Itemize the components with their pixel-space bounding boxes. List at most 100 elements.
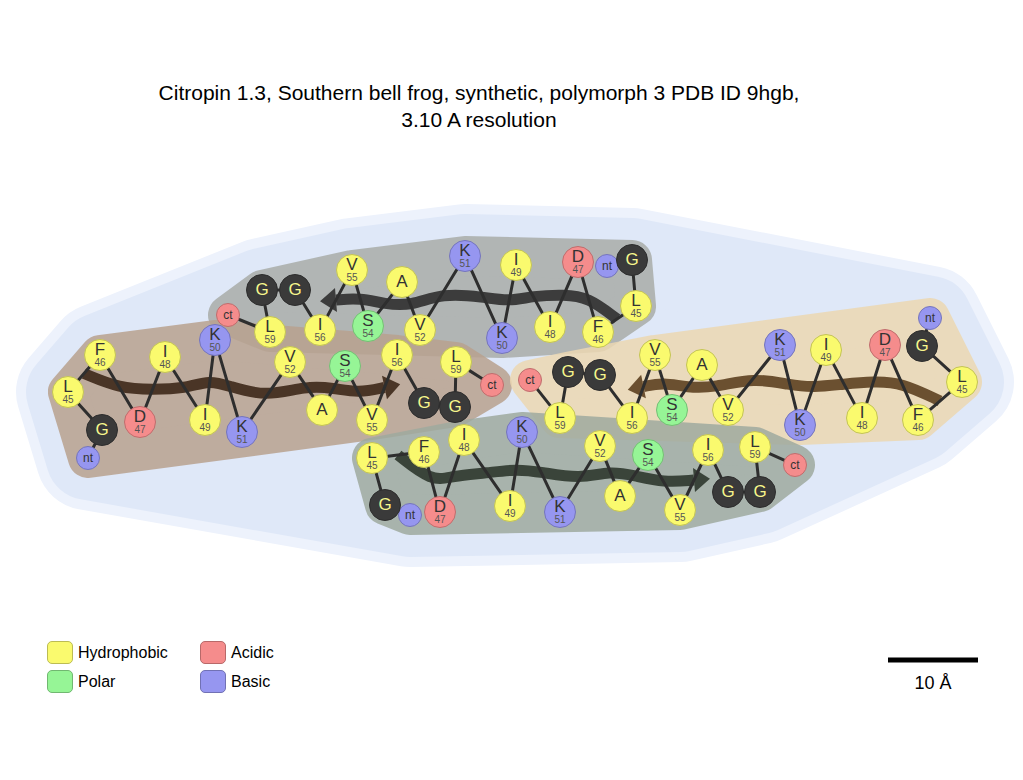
residue-label: nt [602,260,612,273]
backbone-link [660,370,668,394]
residue-letter: D [134,409,146,425]
residue-letter: I [318,317,323,333]
residue-letter: I [630,405,635,421]
residue-letter: G [915,338,928,354]
residue-letter: L [451,349,460,365]
residue-circle: K51 [449,240,481,272]
residue-label: V52 [722,397,733,423]
residue-letter: L [957,369,966,385]
residue-label: F46 [94,342,105,368]
residue-circle: D47 [869,329,901,361]
residue-letter: K [496,325,507,341]
residue-letter: V [594,433,605,449]
residue-letter: I [203,407,208,423]
legend-entry: Hydrophobic [47,641,168,664]
residue-circle: V55 [664,494,696,526]
backbone-link [656,469,672,496]
residue-circle: L59 [254,316,286,348]
backbone-link [568,460,591,499]
residue-letter: I [548,314,553,330]
residue-circle: K50 [486,322,518,354]
residue-label: D47 [879,332,891,358]
residue-number: 49 [820,353,831,363]
residue-circle: G [552,356,584,388]
residue-circle: G [906,330,938,362]
diagram-title: Citropin 1.3, Southern bell frog, synthe… [154,79,804,133]
residue-label: I48 [458,427,469,453]
residue-letter: G [561,364,574,380]
residue-circle: ct [518,368,542,392]
residue-number: 49 [504,509,515,519]
residue-letter: ct [790,459,799,472]
backbone-link [454,378,457,391]
residue-label: S54 [642,442,653,468]
residue-letter: K [774,332,785,348]
residue-circle: L59 [739,431,771,463]
residue-letter: I [163,344,168,360]
backbone-link [329,380,337,396]
backbone-link [563,388,566,402]
backbone-link [867,360,880,402]
residue-letter: F [95,342,105,358]
residue-label: I48 [159,344,170,370]
residue-label: V55 [674,497,685,523]
residue-letter: D [572,249,584,265]
legend-swatch [200,670,226,693]
residue-letter: K [236,419,247,435]
residue-letter: F [913,407,923,423]
backbone-link [405,369,416,389]
residue-letter: nt [83,452,93,465]
backbone-link [299,375,313,396]
residue-number: 50 [794,428,805,438]
residue-circle: G [744,476,776,508]
backbone-link [78,367,89,380]
residue-label: G [255,282,268,298]
residue-circle: I56 [381,339,413,371]
residue-circle: K50 [199,324,231,356]
residue-circle: K51 [544,496,576,528]
residue-circle: S54 [352,310,384,342]
residue-circle: ct [216,303,240,327]
residue-letter: F [419,439,429,455]
chain-shading [68,340,492,458]
residue-letter: S [362,313,373,329]
residue-circle: G [246,274,278,306]
residue-letter: V [284,349,295,365]
residue-letter: K [459,243,470,259]
residue-circle: V55 [356,404,388,436]
residue-number: 46 [94,358,105,368]
residue-label: L45 [956,369,967,395]
residue-letter: G [721,484,734,500]
residue-number: 50 [516,435,527,445]
residue-letter: V [722,397,733,413]
residue-label: L45 [366,445,377,471]
legend-entry: Acidic [200,641,274,664]
residue-letter: K [209,327,220,343]
residue-circle: A [306,394,338,426]
residue-number: 47 [434,515,445,525]
backbone-link [303,304,311,317]
fibril-shading [68,256,962,515]
residue-circle: I49 [810,334,842,366]
residue-label: G [593,367,606,383]
residue-number: 59 [264,335,275,345]
backbone-link [715,464,721,477]
residue-label: L45 [630,293,641,319]
backbone-link [930,392,950,409]
residue-letter: I [860,405,865,421]
residue-number: 59 [749,450,760,460]
residue-number: 45 [366,461,377,471]
backbone-link [611,315,623,323]
residue-letter: V [649,342,660,358]
residue-number: 54 [339,369,350,379]
residue-circle: S54 [656,394,688,426]
residue-number: 52 [594,449,605,459]
residue-label: I48 [856,405,867,431]
backbone-link [610,388,623,405]
backbone-link [556,277,571,313]
backbone-link [79,404,92,418]
residue-number: 48 [856,421,867,431]
residue-circle: I56 [692,434,724,466]
legend-label: Hydrophobic [78,644,168,662]
